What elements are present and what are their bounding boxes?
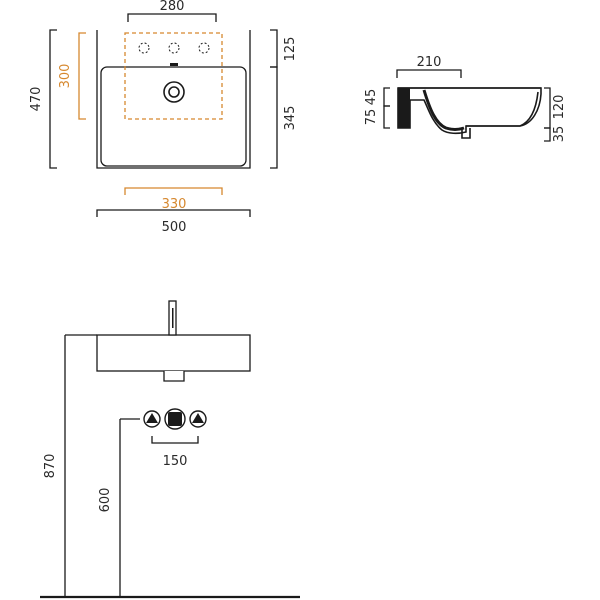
dim-label-870: 870 bbox=[43, 454, 58, 479]
waste-square-icon bbox=[168, 412, 182, 426]
dim-line-75 bbox=[383, 105, 390, 129]
front-basin-body bbox=[96, 334, 251, 372]
supply-valve-right bbox=[189, 410, 207, 428]
basin-top-outline bbox=[96, 30, 251, 169]
overflow-slot bbox=[170, 63, 178, 66]
dim-label-500: 500 bbox=[162, 220, 187, 235]
dim-label-120: 120 bbox=[552, 95, 567, 120]
valve-triangle-icon bbox=[146, 413, 158, 423]
section-wall-left bbox=[398, 88, 410, 128]
dim-label-125: 125 bbox=[283, 37, 298, 62]
tap-hole-center bbox=[168, 42, 180, 54]
front-tap-handle bbox=[172, 308, 174, 328]
waste-outlet bbox=[164, 408, 186, 430]
dim-line-150 bbox=[151, 436, 199, 444]
drain-outer bbox=[163, 81, 185, 103]
front-waste bbox=[163, 371, 185, 382]
section-front-curve bbox=[466, 91, 539, 127]
dim-line-210 bbox=[396, 69, 462, 78]
dim-line-125 bbox=[270, 29, 278, 68]
dim-line-120 bbox=[544, 87, 551, 129]
section-bowl-curve bbox=[422, 89, 465, 131]
dim-line-45 bbox=[383, 87, 390, 107]
dim-label-150: 150 bbox=[163, 454, 188, 469]
dim-line-35 bbox=[544, 127, 551, 142]
top-view: 280 470 300 125 345 330 500 bbox=[29, 0, 298, 235]
basin-bowl-outline bbox=[100, 66, 247, 167]
cutout-dashed-outline bbox=[124, 32, 223, 120]
dim-line-280 bbox=[127, 13, 217, 22]
dim-label-210: 210 bbox=[417, 55, 442, 70]
front-view: 870 600 150 bbox=[40, 300, 300, 599]
dim-label-470: 470 bbox=[29, 87, 44, 112]
dim-line-470 bbox=[49, 29, 57, 169]
section-drain bbox=[461, 128, 471, 139]
section-view: 210 45 75 120 35 bbox=[364, 55, 567, 142]
dim-label-45: 45 bbox=[364, 89, 379, 106]
tap-hole-left bbox=[138, 42, 150, 54]
dim-label-300: 300 bbox=[58, 64, 73, 89]
valve-triangle-icon bbox=[192, 413, 204, 423]
supply-valve-left bbox=[143, 410, 161, 428]
dim-label-75: 75 bbox=[364, 109, 379, 126]
dim-label-35: 35 bbox=[552, 126, 567, 143]
dim-line-500 bbox=[96, 209, 251, 217]
dim-label-280: 280 bbox=[160, 0, 185, 14]
dim-label-600: 600 bbox=[98, 488, 113, 513]
dim-line-300 bbox=[78, 32, 86, 120]
dim-line-345 bbox=[270, 66, 278, 169]
dim-label-330: 330 bbox=[162, 197, 187, 212]
tap-hole-right bbox=[198, 42, 210, 54]
dim-label-345: 345 bbox=[283, 106, 298, 131]
section-outer-profile bbox=[397, 87, 542, 135]
drain-inner bbox=[168, 86, 180, 98]
dim-line-330 bbox=[124, 187, 223, 195]
